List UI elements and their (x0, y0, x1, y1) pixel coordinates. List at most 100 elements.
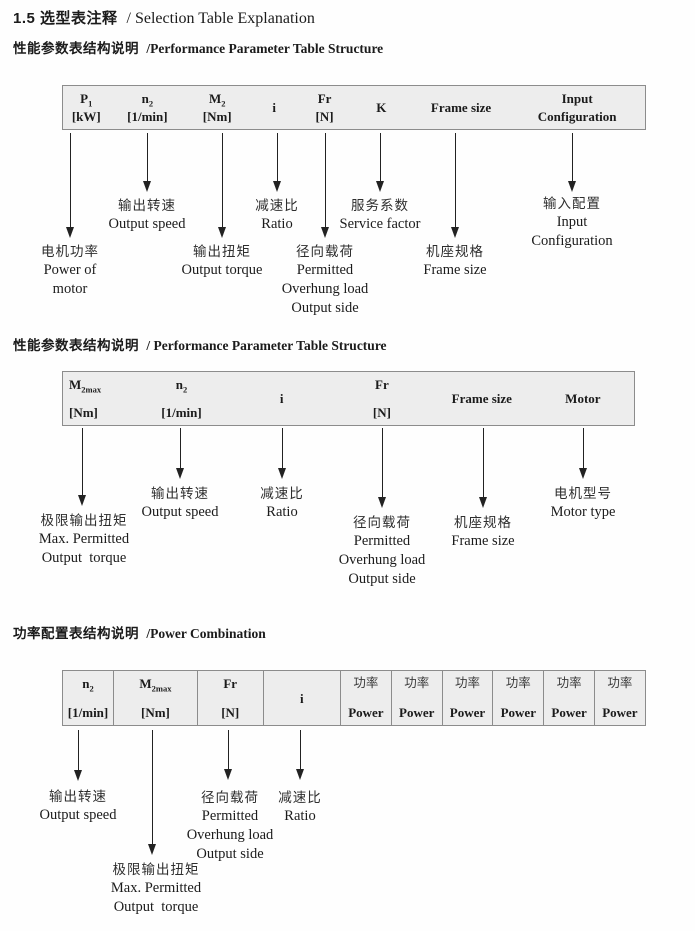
col-symbol: 功率 (556, 676, 582, 690)
callout-line: Service factor (339, 216, 421, 232)
callout-line: 输出扭矩 (192, 244, 251, 259)
table1-header-row: P1 [kW] n2 [1/min] M2 [Nm] i Fr [N] K Fr… (62, 85, 646, 130)
callout-line: Output speed (108, 216, 186, 232)
col-unit: Power (348, 705, 384, 720)
table3-col-power-4: 功率 Power (492, 671, 543, 725)
callout-line: Ratio (284, 808, 316, 824)
section3-heading-en: /Power Combination (146, 626, 266, 641)
col-symbol: 功率 (505, 676, 531, 690)
table3-header-row: n2 [1/min] M2max [Nm] Fr [N] i 功率 Power … (62, 670, 646, 726)
section2-heading-zh: 性能参数表结构说明 (13, 338, 139, 353)
table2-col-fr: Fr [N] (332, 372, 432, 425)
callout-service-factor: 服务系数 Service factor (340, 196, 421, 234)
table2-header-row: M2max [Nm] n2 [1/min] i Fr [N] Frame siz… (62, 371, 635, 426)
callout-line: Frame size (451, 533, 515, 549)
callout-power-of-motor: 电机功率 Power of motor (41, 242, 99, 299)
callout-line: Permitted (353, 533, 411, 549)
callout-line: 机座规格 (426, 244, 484, 259)
table2-col-i: i (231, 372, 331, 425)
col-unit: [N] (315, 109, 334, 124)
col-unit: [1/min] (67, 705, 109, 720)
callout-line: Permitted (296, 262, 354, 278)
section3-heading-zh: 功率配置表结构说明 (13, 626, 139, 641)
arrow-power-of-motor (66, 133, 74, 238)
callout-line: Max. Permitted (110, 880, 202, 896)
arrow-frame-size (479, 428, 487, 508)
callout-line: 输出转速 (48, 789, 107, 804)
col-symbol: P1 (80, 91, 93, 109)
col-symbol: 功率 (353, 676, 379, 690)
callout-line: 径向载荷 (200, 790, 259, 805)
table2-col-n2: n2 [1/min] (132, 372, 232, 425)
callout-line: Overhung load (281, 281, 369, 297)
section1-heading: 性能参数表结构说明 /Performance Parameter Table S… (13, 37, 383, 57)
col-unit: Power (500, 705, 536, 720)
callout-motor-type: 电机型号 Motor type (551, 484, 616, 522)
callout-line: Output speed (141, 504, 219, 520)
col-symbol: Fr (223, 676, 238, 691)
section3-heading: 功率配置表结构说明 /Power Combination (13, 622, 266, 642)
arrow-motor-type (579, 428, 587, 479)
callout-output-speed: 输出转速 Output speed (142, 484, 219, 522)
col-unit: [1/min] (127, 109, 168, 124)
col-symbol: Frame size (451, 391, 512, 406)
arrow-overhung-load (321, 133, 329, 238)
callout-overhung-load: 径向载荷 Permitted Overhung load Output side (282, 242, 369, 318)
table3-col-power-2: 功率 Power (390, 671, 442, 725)
arrow-output-speed (176, 428, 184, 479)
arrow-service-factor (376, 133, 384, 192)
callout-line: motor (52, 281, 88, 297)
col-symbol: n2 (141, 91, 154, 109)
callout-line: 机座规格 (454, 515, 512, 530)
arrow-output-speed (143, 133, 151, 192)
section1-heading-zh: 性能参数表结构说明 (13, 41, 139, 56)
table1-col-fr: Fr [N] (299, 86, 350, 129)
table1-col-n2: n2 [1/min] (110, 86, 186, 129)
callout-line: 输出转速 (117, 198, 176, 213)
callout-line: 输出转速 (150, 486, 209, 501)
col-unit: [Nm] (69, 405, 98, 420)
callout-line: Output torque (41, 550, 127, 566)
callout-line: 减速比 (260, 486, 304, 501)
table2-col-motor: Motor (532, 372, 634, 425)
callout-line: 电机功率 (41, 244, 99, 259)
col-symbol: i (279, 391, 284, 406)
col-symbol: M2max (139, 676, 172, 694)
arrow-ratio (278, 428, 286, 479)
table1-col-m2: M2 [Nm] (185, 86, 249, 129)
callout-line: 径向载荷 (295, 244, 354, 259)
callout-input-configuration: 输入配置 Input Configuration (531, 194, 612, 251)
callout-line: 极限输出扭矩 (40, 513, 128, 528)
callout-line: 输入配置 (542, 196, 601, 211)
callout-line: Output side (291, 300, 359, 316)
table3-col-i: i (262, 671, 340, 725)
arrow-output-speed (74, 730, 82, 781)
arrow-input-configuration (568, 133, 576, 192)
col-symbol: i (272, 100, 277, 115)
col-unit: Configuration (537, 109, 617, 124)
arrow-max-output-torque (148, 730, 156, 855)
col-symbol: 功率 (607, 676, 633, 690)
col-symbol: M2 (208, 91, 226, 109)
callout-ratio: 减速比 Ratio (255, 196, 299, 234)
callout-line: 径向载荷 (352, 515, 411, 530)
callout-line: Output speed (39, 807, 117, 823)
section1-heading-en: /Performance Parameter Table Structure (146, 41, 384, 56)
callout-line: Output side (196, 846, 264, 862)
col-unit: Power (449, 705, 486, 720)
callout-line: 减速比 (255, 198, 299, 213)
col-unit: [kW] (71, 109, 101, 124)
arrow-frame-size (451, 133, 459, 238)
callout-ratio: 减速比 Ratio (278, 788, 322, 826)
callout-line: Frame size (423, 262, 487, 278)
callout-line: Configuration (531, 233, 613, 249)
callout-line: 服务系数 (350, 198, 409, 213)
col-unit: Power (399, 705, 435, 720)
callout-line: Power of (43, 262, 97, 278)
table2-col-m2max: M2max [Nm] (63, 372, 132, 425)
col-symbol: n2 (82, 676, 94, 694)
callout-line: 极限输出扭矩 (112, 862, 200, 877)
table3-col-power-1: 功率 Power (340, 671, 391, 725)
callout-line: Motor type (550, 504, 616, 520)
col-symbol: K (376, 100, 387, 115)
